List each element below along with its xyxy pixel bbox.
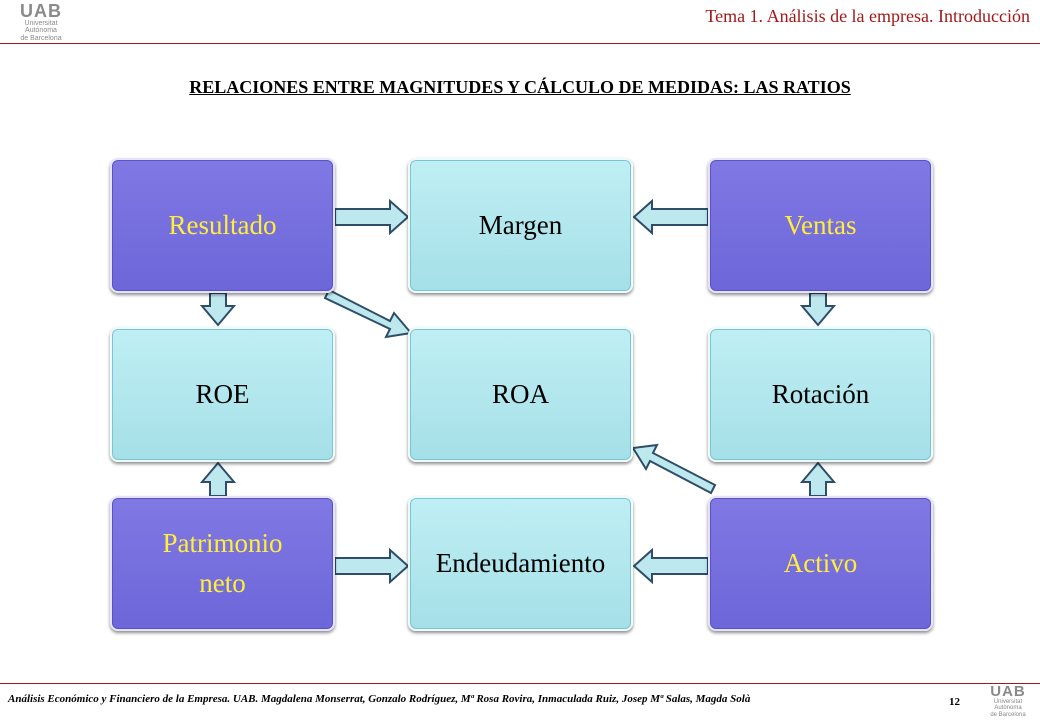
node-roe: ROE [110, 327, 335, 462]
uab-logo-line1: Universitat Autònoma [24, 20, 58, 35]
page-number: 12 [949, 696, 960, 708]
node-patrimonio-label-line1: Patrimonio [162, 528, 283, 559]
arrow-activo-roa [631, 443, 717, 495]
node-patrimonio-label-line2: neto [199, 567, 246, 598]
uab-logo: UAB Universitat Autònoma de Barcelona [12, 2, 70, 42]
header-title: Tema 1. Análisis de la empresa. Introduc… [705, 6, 1030, 26]
node-activo: Activo [708, 496, 933, 631]
slide-title: RELACIONES ENTRE MAGNITUDES Y CÁLCULO DE… [189, 77, 851, 97]
node-patrimonio-neto: Patrimonio neto [110, 496, 335, 631]
arrow-activo-rotacion [799, 461, 837, 497]
node-resultado-label: Resultado [168, 209, 277, 240]
node-endeudamiento-label: Endeudamiento [435, 547, 606, 578]
node-endeudamiento: Endeudamiento [408, 496, 633, 631]
header-divider [0, 43, 1040, 44]
node-ventas: Ventas [708, 158, 933, 293]
node-roe-label: ROE [195, 378, 250, 409]
footer-authors: Análisis Económico y Financiero de la Em… [8, 693, 751, 705]
uab-logo-line2: de Barcelona [20, 34, 62, 42]
arrow-activo-endeudamiento [632, 547, 709, 585]
uab-logo-footer-mark: UAB [990, 683, 1026, 700]
uab-logo-footer-line2: de Barcelona [990, 711, 1026, 718]
node-margen-label: Margen [478, 209, 563, 240]
uab-logo-footer-line1: Universitat Autònoma [993, 699, 1023, 712]
node-rotacion: Rotación [708, 327, 933, 462]
node-rotacion-label: Rotación [771, 378, 870, 409]
node-resultado: Resultado [110, 158, 335, 293]
arrow-resultado-margen [334, 198, 410, 236]
node-ventas-label: Ventas [784, 209, 857, 240]
footer-divider [0, 683, 1040, 684]
arrow-patrimonio-roe [199, 461, 237, 497]
arrow-patrimonio-endeudamiento [334, 547, 410, 585]
arrow-ventas-rotacion [799, 292, 837, 327]
arrow-resultado-roa [323, 288, 413, 339]
arrow-resultado-roe [199, 292, 237, 327]
node-activo-label: Activo [783, 547, 858, 578]
uab-logo-mark: UAB [20, 1, 62, 21]
uab-logo-footer: UAB Universitat Autònoma de Barcelona [980, 684, 1036, 718]
node-roa: ROA [408, 327, 633, 462]
arrow-ventas-margen [632, 198, 709, 236]
node-margen: Margen [408, 158, 633, 293]
node-roa-label: ROA [491, 378, 549, 409]
